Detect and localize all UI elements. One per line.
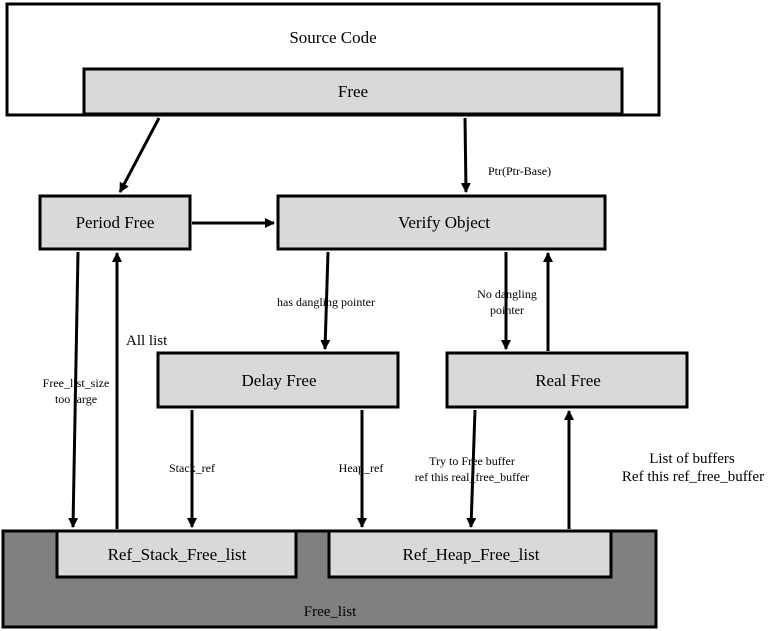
real-free-box	[445, 351, 689, 409]
ref-heap-free-list-box	[327, 529, 613, 579]
ref-heap-free-list-label: Ref_Heap_Free_list	[403, 545, 540, 564]
label-has-dangling-pointer: has dangling pointer	[277, 295, 375, 309]
label-try-free-line1: Try to Free buffer	[429, 454, 515, 468]
delay-free-box	[156, 351, 400, 409]
arrow-verify-to-delay	[320, 251, 331, 350]
free-list-label: Free_list	[304, 604, 357, 620]
verify-object-box	[276, 194, 607, 251]
ref-stack-free-list-box	[55, 529, 298, 579]
label-try-free-line2: ref this real_free_buffer	[415, 470, 529, 484]
label-all-list: All list	[126, 333, 168, 349]
period-free-box	[38, 194, 192, 251]
verify-object-label: Verify Object	[398, 213, 490, 232]
free-label: Free	[338, 82, 368, 101]
label-heap-ref: Heap_ref	[339, 461, 384, 475]
delay-free-label: Delay Free	[241, 371, 316, 390]
ref-stack-free-list-label: Ref_Stack_Free_list	[108, 545, 247, 564]
arrow-period-to-stack-list	[68, 251, 80, 528]
arrow-free-to-verify-object	[460, 117, 471, 193]
label-free-list-size-line2: too large	[55, 392, 97, 406]
label-list-of-buffers-line2: Ref this ref_free_buffer	[622, 469, 764, 485]
free-box	[82, 67, 624, 116]
arrow-real-to-heap-list	[466, 409, 477, 528]
source-code-label: Source Code	[289, 28, 376, 47]
arrow-free-to-period-free	[118, 117, 161, 193]
label-ptr-ptr-base: Ptr(Ptr-Base)	[488, 164, 551, 178]
label-stack-ref: Stack_ref	[169, 461, 215, 475]
label-list-of-buffers-line1: List of buffers	[649, 451, 735, 467]
label-no-dangling-line1: No dangling	[477, 287, 537, 301]
label-no-dangling-line2: pointer	[490, 303, 524, 317]
label-free-list-size-line1: Free_list_size	[43, 376, 110, 390]
real-free-label: Real Free	[535, 371, 601, 390]
period-free-label: Period Free	[76, 213, 155, 232]
